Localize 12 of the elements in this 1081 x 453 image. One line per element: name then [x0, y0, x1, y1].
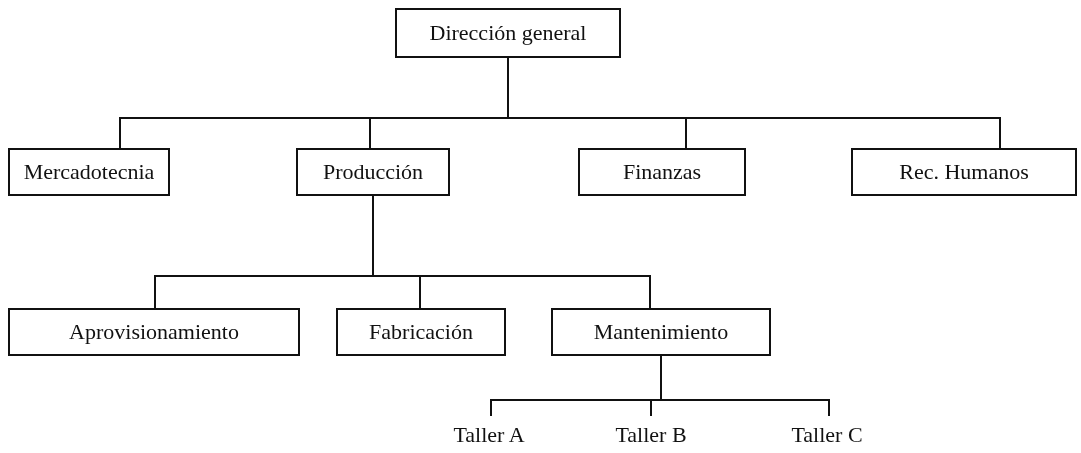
unit-label: Taller C: [772, 420, 882, 450]
org-unit-box: Producción: [296, 148, 450, 196]
org-unit-box: Fabricación: [336, 308, 506, 356]
unit-label: Taller B: [598, 420, 704, 450]
connector-line: [660, 355, 830, 417]
org-unit-box: Rec. Humanos: [851, 148, 1077, 196]
org-unit-box: Finanzas: [578, 148, 746, 196]
org-unit-box: Dirección general: [395, 8, 621, 58]
org-unit-box: Mantenimiento: [551, 308, 771, 356]
unit-label: Taller A: [434, 420, 544, 450]
org-unit-box: Aprovisionamiento: [8, 308, 300, 356]
org-unit-box: Mercadotecnia: [8, 148, 170, 196]
